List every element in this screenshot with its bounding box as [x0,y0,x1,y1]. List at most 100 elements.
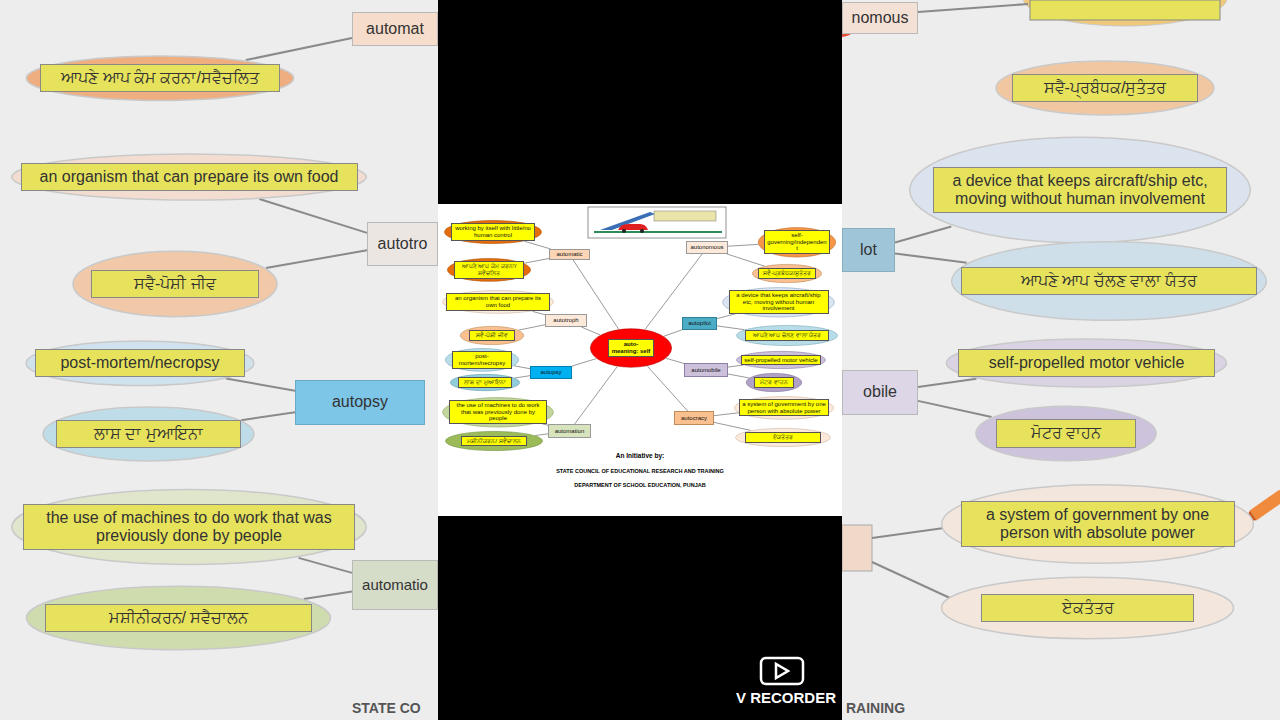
word-box: automobile [684,363,728,377]
ellipse-fill [12,490,366,565]
meaning-text: a device that keeps aircraft/ship etc, m… [729,290,829,315]
leader-line [918,4,1028,12]
caption-line: RAINING [846,700,905,716]
branch-line [226,378,295,390]
meaning-text: ਏਕਤੰਤਰ [745,432,821,443]
branch-line [246,38,352,60]
meaning-text: ਸਵੈ-ਪੋਸ਼ੀ ਜੀਵ [91,270,259,298]
branch-line [304,592,352,599]
slide-panel [438,204,842,516]
meaning-ellipse: ਆਪਣੇ ਆਪ ਕੰਮ ਕਰਨਾ/ਸਵੈਚਲਿਤ [25,55,295,101]
meaning-text: a device that keeps aircraft/ship etc, m… [933,167,1227,214]
caption-line: STATE COUNCIL OF EDUCATIONAL RESEARCH AN… [438,468,842,474]
watermark: V RECORDER [736,689,836,706]
meaning-text: ਲਾਸ਼ ਦਾ ਮੁਆਇਨਾ [56,420,241,448]
meaning-ellipse: ਆਪਣੇ ਆਪ ਚੱਲਣ ਵਾਲਾ ਯੰਤਰ [736,325,838,346]
meaning-ellipse: self-propelled motor vehicle [945,338,1228,388]
meaning-text: a system of government by one person wit… [961,501,1235,548]
meaning-ellipse: ਏਕਤੰਤਰ [735,428,831,447]
ellipse-fill [443,397,554,426]
meaning-text: an organism that can prepare its own foo… [446,293,550,311]
meaning-ellipse: post-mortem/necropsy [25,340,255,386]
branch-line [572,359,596,366]
ellipse-fill [737,325,838,345]
ellipse-fill [460,326,523,344]
meaning-ellipse: working by itself with little/no human c… [444,220,542,244]
branch-line [717,326,745,330]
branch-line [918,401,992,417]
meaning-text: ਮਸ਼ੀਨੀਕਰਨ/ ਸਵੈਚਾਲਨ [45,604,312,632]
meaning-text: post-mortem/necropsy [35,349,245,377]
ellipse-fill [946,339,1226,387]
meaning-ellipse: ਮੋਟਰ ਵਾਹਨ [975,405,1157,462]
caption-line: STATE CO [352,700,421,716]
ellipse-fill [73,251,277,316]
meaning-ellipse: an organism that can prepare its own foo… [442,290,554,314]
ellipse-fill [736,351,825,368]
meaning-ellipse: the use of machines to do work that was … [442,397,554,428]
word-label: automatio [360,576,430,593]
branch-line [714,413,739,416]
branch-line [518,325,545,330]
meaning-ellipse: ਮਸ਼ੀਨੀਕਰਨ/ ਸਵੈਚਾਲਨ [25,585,332,651]
meaning-ellipse: ਸਵੈ-ਪ੍ਰਬੰਧਕ/ਸੁਤੰਤਰ [995,60,1215,116]
branch-line [524,241,550,249]
ellipse-fill [445,349,518,372]
leader-line [872,562,950,598]
branch-line [532,311,545,314]
branch-line [918,379,976,387]
branch-line [581,327,600,335]
ellipse-fill [26,56,293,101]
word-box: lot [842,228,895,272]
word-label: autocracy [679,415,709,422]
word-label: automobile [689,367,722,374]
meaning-ellipse: a system of government by one person wit… [734,396,834,420]
word-label: autotroph [551,317,580,324]
branch-line [575,367,617,424]
word-box: autopsy [530,366,572,379]
branch-line [241,412,295,420]
ellipse-fill [26,341,254,386]
meaning-text: ਮਸ਼ੀਨੀਕਰਨ/ ਸਵੈਚਾਲਨ [461,436,527,447]
word-label: lot [858,241,879,259]
meaning-text: ਆਪਣੇ ਆਪ ਚੱਲਣ ਵਾਲਾ ਯੰਤਰ [745,330,829,341]
branch-line [714,422,751,430]
meaning-ellipse: post-mortem/necropsy [445,348,519,372]
meaning-text: working by itself with little/no human c… [451,223,535,241]
cut-ellipse [1023,0,1227,26]
meaning-ellipse: self-governing/independent [758,227,836,258]
word-box: nomous [842,2,918,34]
meaning-ellipse: ਲਾਸ਼ ਦਾ ਮੁਆਇਨਾ [42,406,255,462]
meaning-ellipse: ਏਕਤੰਤਰ [940,576,1235,640]
meaning-ellipse: ਮੋਟਰ ਵਾਹਨ [746,373,802,392]
branch-line [515,376,530,378]
ellipse-fill [445,431,542,450]
recorder-icon [761,658,803,684]
meaning-ellipse: the use of machines to do work that was … [10,488,368,566]
meaning-text: the use of machines to do work that was … [23,504,355,551]
branch-line [727,254,765,266]
meaning-text: post-mortem/necropsy [452,351,512,369]
meaning-text: ਆਪਣੇ ਆਪ ਕੰਮ ਕਰਨਾ/ਸਵੈਚਲਿਤ [454,261,524,279]
word-label: autonomous [688,244,725,251]
branch-line [664,330,682,336]
meaning-ellipse: ਮਸ਼ੀਨੀਕਰਨ/ ਸਵੈਚਾਲਨ [445,431,543,451]
word-box: autonomous [686,241,728,254]
meaning-text: auto- meaning: self [608,339,654,357]
ellipse-fill [43,407,254,461]
ellipse-fill [590,329,671,367]
meaning-text: self-propelled motor vehicle [741,355,821,366]
ellipse-fill [447,259,530,282]
branch-line [535,434,548,436]
branch-line [524,258,549,263]
meaning-ellipse: self-propelled motor vehicle [736,351,826,369]
ellipse-fill [27,586,331,649]
branch-line [514,366,530,369]
word-label: autopilot [686,320,713,327]
word-box: automation [548,424,591,438]
ellipse-fill [12,154,366,200]
word-box: obile [842,370,918,415]
video-band [438,0,842,720]
word-label: obile [861,383,899,401]
word-box: autopsy [295,380,425,425]
